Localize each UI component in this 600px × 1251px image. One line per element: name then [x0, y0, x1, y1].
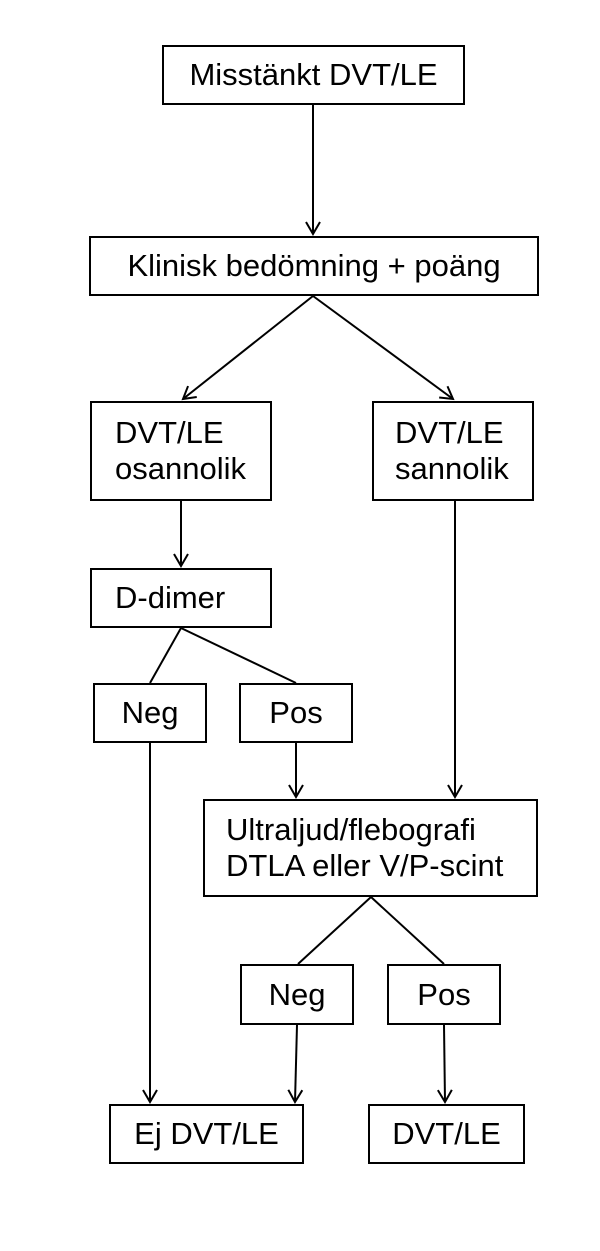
node-imaging-pos: Pos	[387, 964, 501, 1025]
arrow-imaging-neg-to-no-dvt	[287, 1024, 304, 1104]
node-d-dimer-pos: Pos	[239, 683, 353, 743]
arrow-clinical-to-unlikely	[181, 295, 314, 401]
line-imaging-to-pos	[370, 896, 445, 965]
node-likely: DVT/LE sannolik	[372, 401, 534, 501]
node-likely-line-2: sannolik	[395, 451, 509, 486]
node-no-dvt: Ej DVT/LE	[109, 1104, 304, 1164]
node-d-dimer-pos-label: Pos	[269, 695, 323, 730]
node-clinical-assessment-label: Klinisk bedömning + poäng	[127, 248, 501, 283]
node-imaging-line-2: DTLA eller V/P-scint	[226, 848, 504, 883]
node-imaging: Ultraljud/flebografi DTLA eller V/P-scin…	[203, 799, 538, 897]
line-ddimer-to-neg	[149, 627, 182, 684]
node-imaging-line-1: Ultraljud/flebografi	[226, 812, 476, 847]
node-unlikely: DVT/LE osannolik	[90, 401, 272, 501]
node-dvt: DVT/LE	[368, 1104, 525, 1164]
node-unlikely-line-2: osannolik	[115, 451, 246, 486]
node-d-dimer-neg-label: Neg	[121, 695, 179, 730]
node-clinical-assessment: Klinisk bedömning + poäng	[89, 236, 539, 296]
node-imaging-pos-label: Pos	[417, 976, 471, 1012]
line-ddimer-to-pos	[180, 627, 297, 684]
line-imaging-to-neg	[297, 896, 372, 965]
node-imaging-neg-label: Neg	[268, 976, 326, 1012]
node-no-dvt-label: Ej DVT/LE	[134, 1116, 279, 1151]
arrow-clinical-to-likely	[312, 295, 455, 401]
node-likely-line-1: DVT/LE	[395, 415, 504, 450]
node-d-dimer-label: D-dimer	[115, 580, 226, 615]
node-suspected: Misstänkt DVT/LE	[162, 45, 465, 105]
node-d-dimer: D-dimer	[90, 568, 272, 628]
node-unlikely-line-1: DVT/LE	[115, 415, 224, 450]
node-suspected-label: Misstänkt DVT/LE	[189, 57, 438, 92]
node-imaging-neg: Neg	[240, 964, 354, 1025]
node-d-dimer-neg: Neg	[93, 683, 207, 743]
arrow-imaging-pos-to-dvt	[436, 1024, 453, 1104]
node-dvt-label: DVT/LE	[392, 1116, 501, 1151]
